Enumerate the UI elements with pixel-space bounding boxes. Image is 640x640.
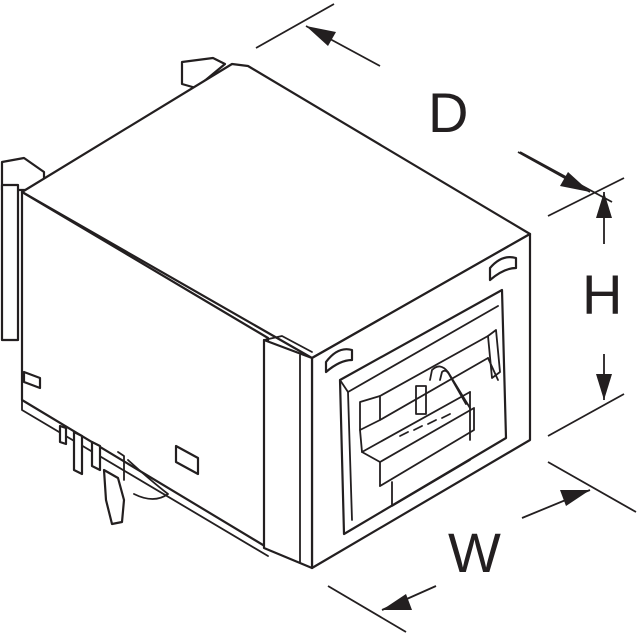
depth-dimension: D <box>255 3 613 203</box>
side-slots <box>22 370 200 476</box>
shield-flange <box>262 338 314 570</box>
mounting-pins <box>58 424 169 526</box>
rear-tabs <box>0 56 227 342</box>
depth-label: D <box>428 81 468 144</box>
jack-port-opening <box>338 288 508 536</box>
width-dimension: W <box>327 461 637 633</box>
width-label: W <box>448 521 501 584</box>
height-dimension: H <box>547 177 625 437</box>
height-label: H <box>582 263 622 326</box>
front-latch-slots <box>324 256 518 374</box>
top-face <box>20 62 532 360</box>
